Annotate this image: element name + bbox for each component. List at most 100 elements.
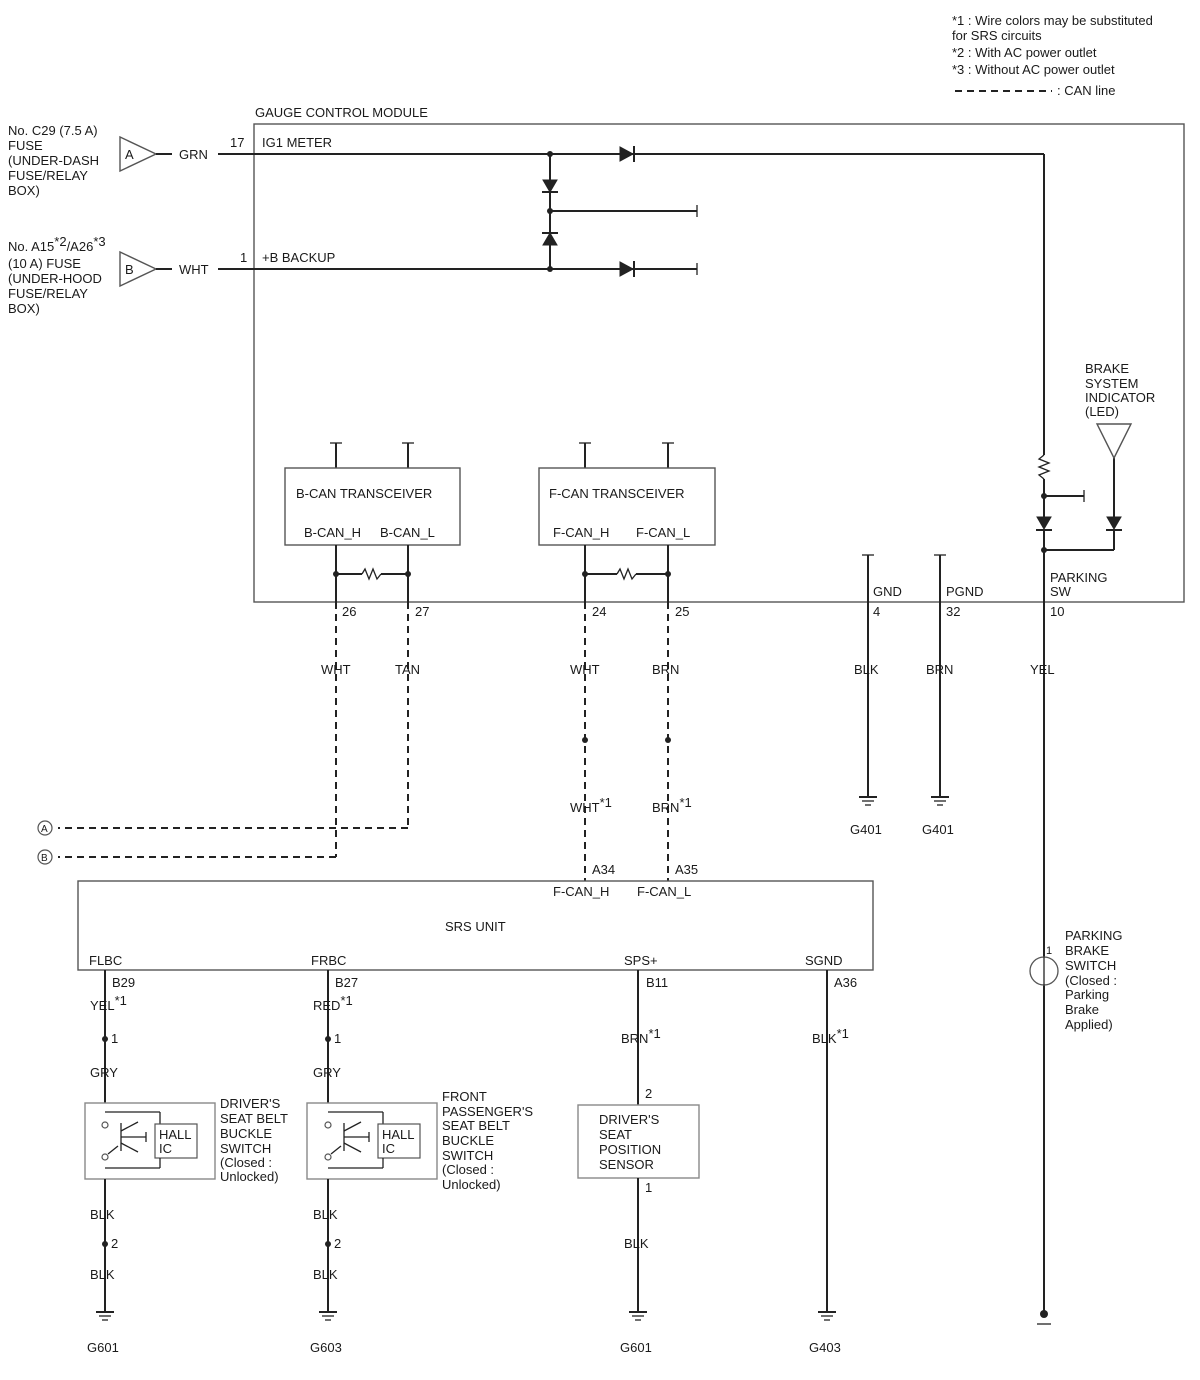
switch-lever-icon: [107, 1145, 119, 1155]
link-b-marker: [37, 849, 53, 865]
brake-led-line2: SYSTEM: [1085, 376, 1138, 391]
fuse-b-line5: BOX): [8, 301, 40, 316]
ground-icon: [629, 1311, 647, 1321]
srs-title: SRS UNIT: [445, 919, 506, 934]
pin-1: 1: [645, 1180, 652, 1195]
link-b-label: B: [41, 853, 48, 864]
switch-label6: Unlocked): [220, 1169, 279, 1184]
hall-ic-box: [377, 1123, 421, 1159]
switch-label5: Parking: [1065, 987, 1109, 1002]
transistor-icon: [343, 1142, 362, 1153]
ground-g401: G401: [850, 822, 882, 837]
sensor-label2: SEAT: [599, 1127, 632, 1142]
pin-a35: A35: [675, 862, 698, 877]
fuse-a-tag: A: [125, 147, 134, 162]
led-diode-icon: [1106, 516, 1122, 530]
fuse-b-tag: B: [125, 262, 134, 277]
switch-label4: SWITCH: [220, 1141, 271, 1156]
diode-right-icon: [619, 146, 635, 162]
wire-color-yel: YEL: [1030, 662, 1055, 677]
fuse-a-line4: FUSE/RELAY: [8, 168, 88, 183]
gauge-control-module: GAUGE CONTROL MODULE: [253, 105, 1185, 603]
fcan-title: F-CAN TRANSCEIVER: [549, 486, 685, 501]
gauge-grounds: GND PGND 4 32 BLK BRN G401 G401: [850, 554, 984, 837]
switch-label2: PASSENGER'S: [442, 1104, 533, 1119]
ground-g601: G601: [87, 1340, 119, 1355]
pin-1: 1: [111, 1031, 118, 1046]
driver-seat-belt-switch: YEL*1 1 GRY HALL IC DRIVER'S SEAT BELT B…: [84, 970, 288, 1355]
pin-24: 24: [592, 604, 606, 619]
hall-ic-label2: IC: [382, 1141, 395, 1156]
ig1-meter-label: IG1 METER: [262, 135, 332, 150]
fuse-b-line2: (10 A) FUSE: [8, 256, 81, 271]
terminator-resistor-icon: [616, 567, 637, 581]
switch-label3: SWITCH: [1065, 958, 1116, 973]
switch-label6: (Closed :: [442, 1162, 494, 1177]
wire-color-gry: GRY: [313, 1065, 341, 1080]
fuse-a-line3: (UNDER-DASH: [8, 153, 99, 168]
backup-label: +B BACKUP: [262, 250, 335, 265]
fuse-b-wire-color: WHT: [179, 262, 209, 277]
wire-color-wht: WHT: [321, 662, 351, 677]
fcan-l-label: F-CAN_L: [636, 525, 690, 540]
passenger-seat-belt-switch: RED*1 1 GRY HALL IC FRONT PASSENGER'S SE…: [306, 970, 533, 1355]
switch-label7: Unlocked): [442, 1177, 501, 1192]
hall-ic-label1: HALL: [159, 1127, 192, 1142]
fuse-a-line5: BOX): [8, 183, 40, 198]
ground-icon: [859, 796, 877, 806]
switch-label3: SEAT BELT: [442, 1118, 510, 1133]
fcan-box: [538, 467, 716, 546]
ground-icon: [818, 1311, 836, 1321]
junction-dot: [547, 151, 553, 157]
pin-4: 4: [873, 604, 880, 619]
junction-dot: [665, 737, 671, 743]
parking-brake-switch: 1 PARKING BRAKE SWITCH (Closed : Parking…: [1029, 928, 1123, 1325]
switch-label5: (Closed :: [220, 1155, 272, 1170]
pin-1: 1: [1046, 945, 1052, 957]
parking-sw-line2: SW: [1050, 584, 1072, 599]
pgnd-label: PGND: [946, 584, 984, 599]
diode-right-icon: [619, 261, 635, 277]
ground-icon: [96, 1311, 114, 1321]
ground-g601: G601: [620, 1340, 652, 1355]
pin-a36: A36: [834, 975, 857, 990]
junction-dot: [547, 266, 553, 272]
diode-network: [542, 146, 698, 277]
switch-label1: DRIVER'S: [220, 1096, 281, 1111]
wire-color-tan: TAN: [395, 662, 420, 677]
srs-fcan-l-label: F-CAN_L: [637, 884, 691, 899]
ground-point-dot: [1040, 1310, 1048, 1318]
wire-color-wht: WHT: [570, 662, 600, 677]
wire-color-brn: BRN: [652, 662, 679, 677]
wire-color-blk: BLK: [90, 1267, 115, 1282]
brake-indicator-circuit: BRAKE SYSTEM INDICATOR (LED) PARKING SW …: [1030, 154, 1155, 1312]
brake-led-line1: BRAKE: [1085, 361, 1129, 376]
pin-b29: B29: [112, 975, 135, 990]
fuse-b-line1: No. A15*2/A26*3: [8, 234, 106, 254]
terminator-resistor-icon: [361, 567, 382, 581]
srs-frbc-label: FRBC: [311, 953, 346, 968]
switch-lever-icon: [330, 1145, 342, 1155]
pin-32: 32: [946, 604, 960, 619]
brake-led-line4: (LED): [1085, 404, 1119, 419]
hall-ic-label1: HALL: [382, 1127, 415, 1142]
pin-26: 26: [342, 604, 356, 619]
switch-label1: PARKING: [1065, 928, 1123, 943]
wire-color-blk: BLK: [624, 1236, 649, 1251]
wire-color-wht-star: WHT*1: [570, 795, 612, 815]
transistor-icon: [343, 1121, 362, 1132]
fuse-b-line3: (UNDER-HOOD: [8, 271, 102, 286]
ground-icon: [319, 1311, 337, 1321]
switch-contact-icon: [324, 1121, 332, 1129]
fuse-a-line1: No. C29 (7.5 A): [8, 123, 98, 138]
wire-color-blk: BLK: [313, 1267, 338, 1282]
wire-color-blk: BLK: [854, 662, 879, 677]
note-1b: for SRS circuits: [952, 28, 1042, 43]
wire-color-blk-star: BLK*1: [812, 1026, 849, 1046]
bcan-box: [284, 467, 461, 546]
pin-a34: A34: [592, 862, 615, 877]
bcan-title: B-CAN TRANSCEIVER: [296, 486, 432, 501]
switch-label7: Applied): [1065, 1017, 1113, 1032]
switch-label4: (Closed :: [1065, 973, 1117, 988]
